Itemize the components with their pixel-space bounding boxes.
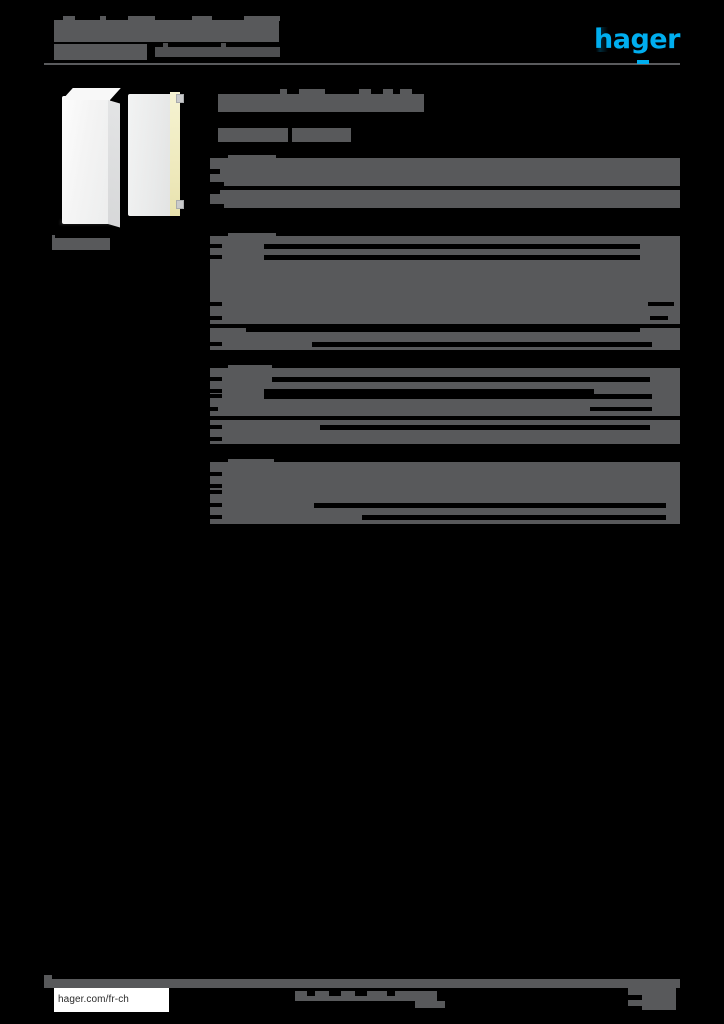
product-hinge-bottom-icon [176,200,184,209]
table-row [210,264,680,312]
product-enclosure-open [128,94,172,216]
document-subtitle-mark-2 [221,43,226,48]
document-title-ascenders-4 [192,16,212,21]
footer-divider [44,979,680,988]
row-gap [210,186,680,190]
table-row [210,236,680,264]
footer-url-link[interactable]: hager.com/fr-ch [54,988,169,1012]
document-title-ascenders [63,16,75,21]
footer-text [295,991,445,1008]
table-row [210,488,680,500]
document-title-ascenders-3 [128,16,155,21]
spec-group-2-label-cap [228,233,276,237]
page-title-ascender-4 [383,89,393,95]
page-title [218,94,424,112]
figure-caption [52,238,110,250]
footer-divider-tick [44,975,52,979]
product-interior-panel [170,92,180,216]
row-gap [210,416,680,420]
figure-caption-tick [52,235,55,239]
header-divider [44,63,680,65]
section-subtitle-gap [288,128,292,142]
header-divider-accent [637,60,649,64]
document-title-ascenders-2 [100,16,106,21]
page-title-ascender-2 [299,89,325,95]
table-row [210,420,680,444]
section-subtitle [218,128,351,142]
hager-logo: hager [594,24,680,55]
table-row [210,394,680,416]
table-row [210,462,680,488]
spec-group-2 [210,236,680,350]
document-title [54,20,279,42]
document-subtitle-mark-1 [163,43,168,48]
spec-group-1 [210,158,680,208]
table-row [210,500,680,524]
table-row [210,190,680,208]
product-image [52,88,192,250]
spec-group-1-label-cap [228,155,276,159]
table-row [210,312,680,324]
document-subtitle-right [155,47,280,57]
page-number [628,988,676,1010]
spec-group-4-label-cap [228,459,274,463]
product-hinge-top-icon [176,94,184,103]
page-title-ascender-1 [280,89,287,95]
document-title-ascenders-5 [244,16,280,21]
table-row [210,368,680,394]
spec-group-3-label-cap [228,365,272,369]
spec-group-4 [210,462,680,524]
table-row [210,328,680,350]
row-gap [210,324,680,328]
document-subtitle [54,44,147,60]
page-footer [0,975,724,1024]
page-title-ascender-5 [400,89,412,95]
spec-group-3 [210,368,680,444]
page-title-ascender-3 [359,89,371,95]
product-enclosure-closed [62,96,110,224]
page-header: hager [0,0,724,75]
table-row [210,158,680,186]
